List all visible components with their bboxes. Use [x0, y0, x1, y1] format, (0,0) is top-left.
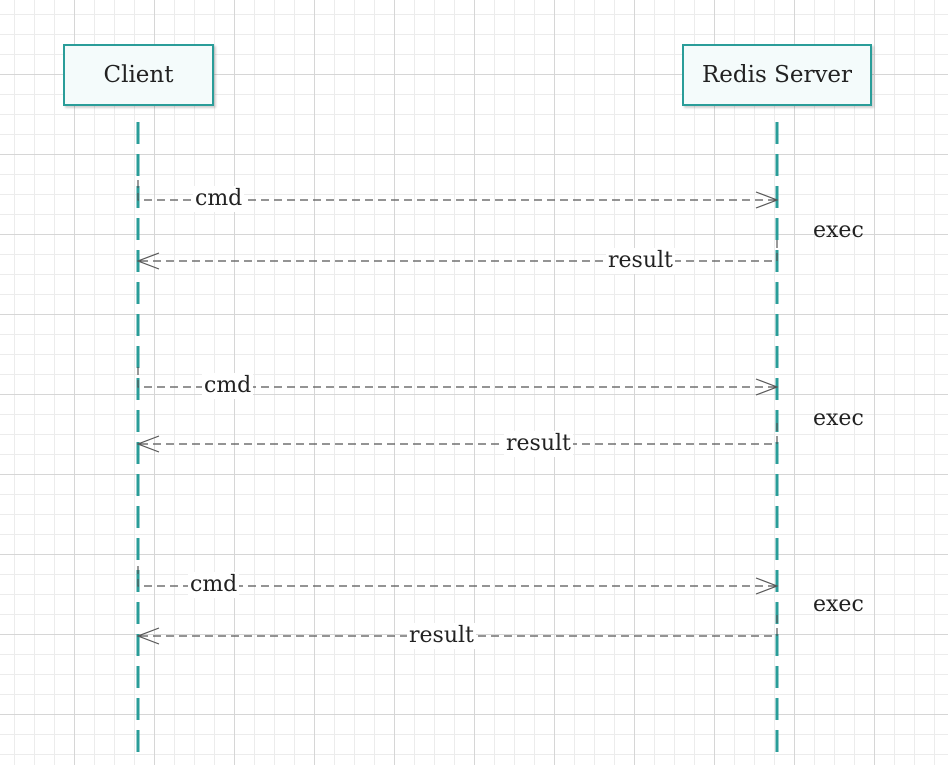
- exec-label: exec: [813, 406, 864, 431]
- cmd-label: cmd: [188, 572, 240, 598]
- cmd-arrow: [137, 367, 777, 388]
- result-arrow: [138, 423, 778, 445]
- result-arrowhead: [136, 252, 160, 270]
- cmd-arrowhead: [755, 378, 779, 396]
- cmd-arrow: [137, 566, 777, 587]
- cmd-arrowhead: [755, 577, 779, 595]
- result-label: result: [407, 623, 476, 649]
- redis-server-participant: Redis Server: [682, 44, 872, 106]
- cmd-label: cmd: [193, 186, 245, 212]
- cmd-label: cmd: [202, 373, 254, 399]
- cmd-arrowhead: [755, 191, 779, 209]
- result-arrowhead: [136, 627, 160, 645]
- result-arrow: [138, 240, 778, 262]
- exec-label: exec: [813, 592, 864, 617]
- result-arrow: [138, 615, 778, 637]
- result-label: result: [606, 248, 675, 274]
- result-label: result: [504, 431, 573, 457]
- client-participant: Client: [63, 44, 214, 106]
- result-arrowhead: [136, 435, 160, 453]
- client-label: Client: [103, 62, 174, 88]
- server-label: Redis Server: [701, 62, 853, 88]
- cmd-arrow: [137, 180, 777, 201]
- exec-label: exec: [813, 218, 864, 243]
